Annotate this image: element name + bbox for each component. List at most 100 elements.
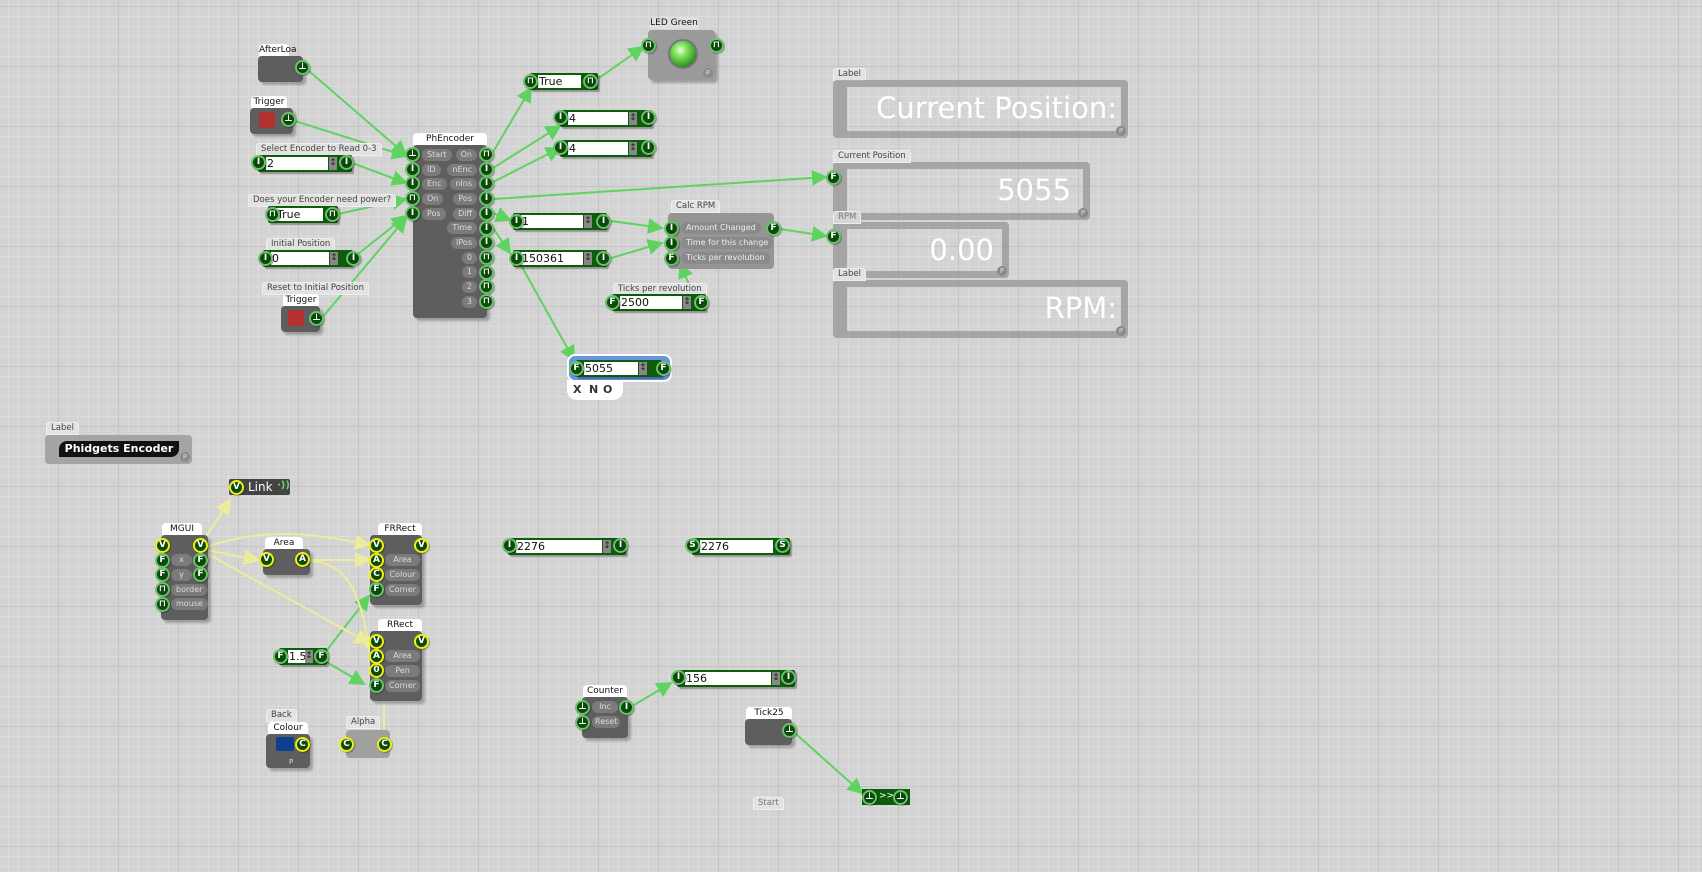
select-encoder-value[interactable]: 2	[266, 157, 328, 170]
int-port-icon[interactable]: I	[405, 206, 420, 221]
int-port-icon[interactable]: I	[479, 235, 494, 250]
float-port-icon[interactable]: F	[694, 295, 709, 310]
float-port-icon[interactable]: F	[155, 553, 170, 568]
float-port-icon[interactable]: F	[273, 649, 288, 664]
initial-position-field[interactable]: 0↕	[263, 250, 353, 267]
counter-value[interactable]: 156	[685, 672, 771, 685]
trigger-port-icon[interactable]: ⊥	[295, 60, 310, 75]
int-port-icon[interactable]: I	[641, 110, 656, 125]
trigger-port-icon[interactable]: ⊥	[862, 790, 877, 805]
on-value-field[interactable]: True	[530, 73, 598, 90]
float-port-icon[interactable]: F	[826, 170, 841, 185]
float-port-icon[interactable]: F	[193, 567, 208, 582]
properties-badge[interactable]: P	[1116, 326, 1126, 336]
trigger-port-icon[interactable]: ⊥	[782, 723, 797, 738]
nenc-field[interactable]: 4↕	[560, 110, 652, 127]
float-port-icon[interactable]: F	[664, 251, 679, 266]
led-node[interactable]: P	[648, 30, 715, 80]
pulse-port-icon[interactable]: ⊓	[523, 74, 538, 89]
string-2276-field[interactable]: 2276	[692, 538, 790, 555]
diff-value[interactable]: 1	[521, 215, 583, 228]
corner-value[interactable]: 1.5	[288, 650, 305, 663]
colour-port-icon[interactable]: C	[339, 737, 354, 752]
on-value[interactable]: True	[538, 75, 581, 88]
ticks-value[interactable]: 2500	[620, 296, 682, 309]
int-port-icon[interactable]: I	[781, 670, 796, 685]
int-port-icon[interactable]: I	[502, 538, 517, 553]
int-port-icon[interactable]: I	[553, 110, 568, 125]
int-port-icon[interactable]: I	[405, 176, 420, 191]
int-port-icon[interactable]: I	[479, 221, 494, 236]
int-port-icon[interactable]: I	[613, 538, 628, 553]
int-port-icon[interactable]: I	[346, 251, 361, 266]
trigger-port-icon[interactable]: ⊥	[893, 790, 908, 805]
time-field[interactable]: 150361↕	[513, 250, 607, 267]
view-port-icon[interactable]: V	[414, 634, 429, 649]
nins-field[interactable]: 4↕	[560, 140, 652, 157]
spinner-icon[interactable]: ↕	[639, 362, 647, 375]
float-port-icon[interactable]: F	[826, 229, 841, 244]
int-port-icon[interactable]: I	[479, 162, 494, 177]
spinner-icon[interactable]: ↕	[329, 157, 337, 170]
int-port-icon[interactable]: I	[596, 251, 611, 266]
float-port-icon[interactable]: F	[193, 553, 208, 568]
trigger-port-icon[interactable]: ⊥	[575, 715, 590, 730]
diff-field[interactable]: 1↕	[513, 213, 607, 230]
encoder-power-field[interactable]: True	[268, 206, 338, 223]
int-port-icon[interactable]: I	[479, 206, 494, 221]
int-port-icon[interactable]: I	[664, 236, 679, 251]
float-port-icon[interactable]: F	[605, 295, 620, 310]
trigger-port-icon[interactable]: ⊥	[405, 147, 420, 162]
counter-value-field[interactable]: 156↕	[677, 670, 795, 687]
pulse-port-icon[interactable]: ⊓	[479, 279, 494, 294]
spinner-icon[interactable]: ↕	[584, 215, 592, 228]
spinner-icon[interactable]: ↕	[603, 540, 611, 553]
pulse-port-icon[interactable]: ⊓	[325, 207, 340, 222]
view-port-icon[interactable]: V	[193, 538, 208, 553]
string-port-icon[interactable]: S	[775, 538, 790, 553]
int-port-icon[interactable]: I	[479, 191, 494, 206]
phidgets-label-module[interactable]: Phidgets Encoder P	[45, 435, 192, 464]
nenc-value[interactable]: 4	[568, 112, 628, 125]
properties-badge[interactable]: P	[1116, 126, 1126, 136]
properties-badge[interactable]: P	[703, 68, 713, 78]
string-2276-value[interactable]: 2276	[700, 540, 773, 553]
int-port-icon[interactable]: I	[619, 700, 634, 715]
int-port-icon[interactable]: I	[479, 176, 494, 191]
int-port-icon[interactable]: I	[509, 251, 524, 266]
pulse-port-icon[interactable]: ⊓	[641, 38, 656, 53]
int-2276-field[interactable]: 2276↕	[508, 538, 626, 555]
string-port-icon[interactable]: S	[685, 538, 700, 553]
area-port-icon[interactable]: A	[369, 553, 384, 568]
colour-port-icon[interactable]: C	[295, 737, 310, 752]
name-action[interactable]: N	[589, 383, 599, 396]
calc-rpm-node[interactable]: Amount Changed Time for this change Tick…	[668, 213, 774, 269]
int-port-icon[interactable]: I	[671, 670, 686, 685]
options-action[interactable]: O	[603, 383, 613, 396]
reset-trigger-button[interactable]	[288, 310, 304, 326]
float-port-icon[interactable]: F	[155, 567, 170, 582]
int-2276-value[interactable]: 2276	[516, 540, 602, 553]
pen-port-icon[interactable]: 0	[369, 663, 384, 678]
float-port-icon[interactable]: F	[314, 649, 329, 664]
int-port-icon[interactable]: I	[641, 140, 656, 155]
view-port-icon[interactable]: V	[155, 538, 170, 553]
pulse-port-icon[interactable]: ⊓	[479, 294, 494, 309]
view-port-icon[interactable]: V	[229, 480, 244, 495]
int-port-icon[interactable]: I	[251, 155, 266, 170]
view-port-icon[interactable]: V	[259, 552, 274, 567]
float-port-icon[interactable]: F	[569, 361, 584, 376]
pulse-port-icon[interactable]: ⊓	[479, 250, 494, 265]
pulse-port-icon[interactable]: ⊓	[583, 74, 598, 89]
trigger-port-icon[interactable]: ⊥	[281, 112, 296, 127]
int-port-icon[interactable]: I	[339, 155, 354, 170]
float-port-icon[interactable]: F	[369, 678, 384, 693]
spinner-icon[interactable]: ↕	[772, 672, 780, 685]
nins-value[interactable]: 4	[568, 142, 628, 155]
current-position-display[interactable]: 5055 P	[833, 162, 1090, 220]
float-port-icon[interactable]: F	[369, 582, 384, 597]
properties-badge[interactable]: P	[289, 758, 294, 766]
float-port-icon[interactable]: F	[656, 361, 671, 376]
pulse-port-icon[interactable]: ⊓	[709, 38, 724, 53]
position-float-field[interactable]: 5055↕	[576, 360, 662, 377]
